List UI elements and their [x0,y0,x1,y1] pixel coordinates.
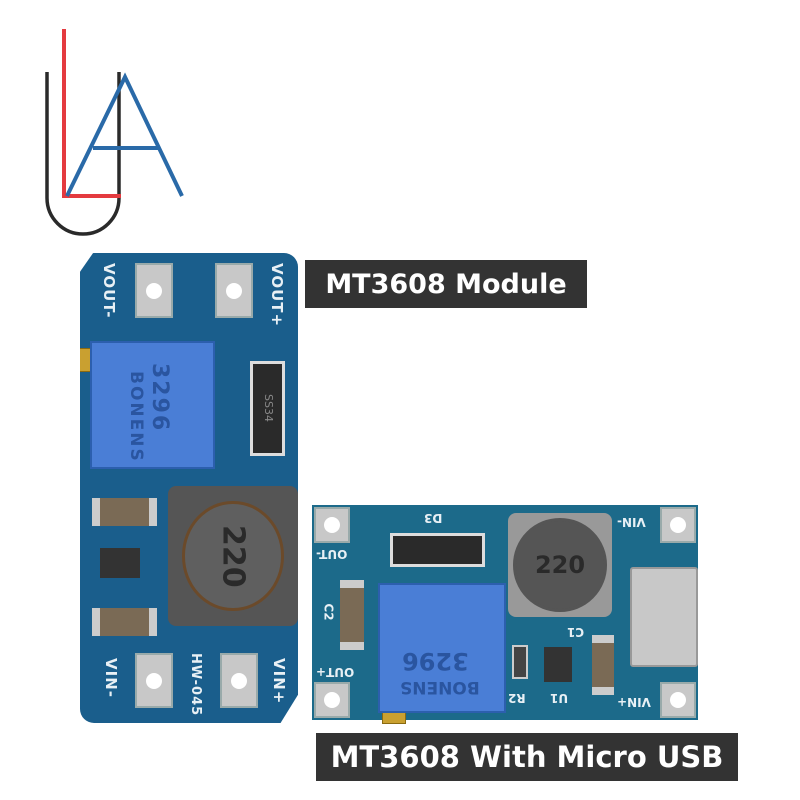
pad-vin-plus [220,653,258,708]
potentiometer-brand: BONENS [400,677,480,697]
potentiometer-model: 3296 [402,647,469,675]
label-mt3608-micro-usb: MT3608 With Micro USB [316,733,738,781]
mt3608-micro-usb-board: OUT- OUT+ VIN- VIN+ D3 C2 3296 BONENS 22… [312,505,698,724]
pin-label-out-minus: OUT- [316,547,348,561]
capacitor [92,498,157,526]
pad-out-plus [314,682,350,718]
pad-vout-minus [135,263,173,318]
pin-label-vin-plus: VIN+ [270,658,288,705]
capacitor [92,608,157,636]
pad-vin-plus [660,682,696,718]
capacitor [592,635,614,695]
capacitor-c2 [340,580,364,650]
ref-c2: C2 [321,603,336,621]
pin-label-vin-minus: VIN- [617,515,646,529]
pin-label-vin-minus: VIN- [102,658,120,698]
inductor-label: 220 [534,551,586,579]
brand-logo-icon [45,29,184,236]
potentiometer-model: 3296 [147,363,172,433]
pad-vin-minus [660,507,696,543]
inductor-220: 220 [168,486,298,626]
inductor-220: 220 [508,513,612,617]
ref-d3: D3 [424,511,443,525]
diode-ss34: SS34 [250,361,285,456]
ref-r2: R2 [508,691,526,705]
inductor-label: 220 [215,524,251,588]
ic-u1 [544,647,572,682]
resistor-r2 [512,645,528,679]
pad-vin-minus [135,653,173,708]
label-mt3608-module: MT3608 Module [305,260,587,308]
diode-label: SS34 [262,394,275,422]
mt3608-module-board: VOUT- VOUT+ BONENS 3296 SS34 220 VIN- HW… [80,253,298,723]
potentiometer-brand: BONENS [126,371,146,463]
potentiometer: BONENS 3296 [90,341,215,469]
pin-label-vin-plus: VIN+ [617,695,651,709]
pin-label-vout-minus: VOUT- [100,263,118,319]
ref-u1: U1 [550,691,569,705]
board-model-label: HW-045 [188,653,203,717]
pin-label-out-plus: OUT+ [316,665,355,679]
pin-label-vout-plus: VOUT+ [268,263,286,328]
pad-vout-plus [215,263,253,318]
potentiometer: 3296 BONENS [378,583,506,713]
pad-out-minus [314,507,350,543]
diode-d3 [390,533,485,567]
ic-mt3608 [100,548,140,578]
micro-usb-port [630,567,698,667]
ref-c1: C1 [567,625,585,639]
